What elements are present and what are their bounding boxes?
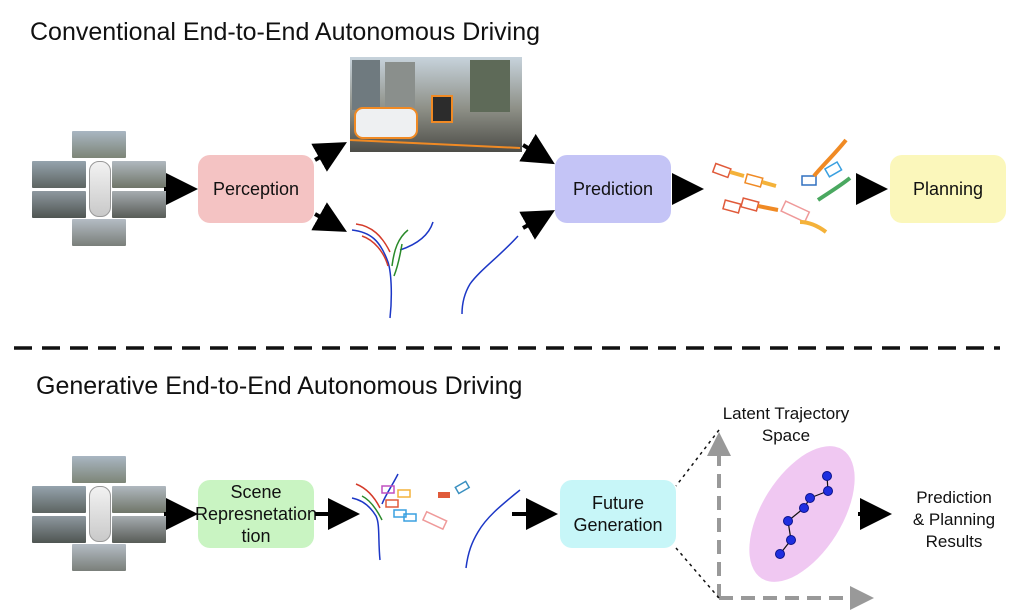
camera-tile: [72, 219, 126, 246]
latent-space-label: Latent Trajectory Space: [706, 403, 866, 447]
flow-arrows: [164, 133, 892, 530]
planning-label: Planning: [912, 179, 984, 199]
latent-node: [822, 471, 832, 481]
prediction-box: Prediction: [555, 155, 671, 223]
latent-node: [823, 486, 833, 496]
camera-tile: [72, 456, 126, 483]
camera-tile: [32, 486, 86, 513]
camera-tile: [112, 191, 166, 218]
latent-node: [799, 503, 809, 513]
camera-tile: [32, 161, 86, 188]
camera-tile: [112, 486, 166, 513]
perception-box: Perception: [198, 155, 314, 223]
future-label-line2: Generation: [573, 515, 663, 535]
scene-label-line1: Scene: [230, 482, 282, 502]
scene-sketch: [351, 473, 521, 569]
latent-node: [786, 535, 796, 545]
latent-space: [675, 429, 874, 610]
prediction-label: Prediction: [572, 179, 654, 199]
camera-tile: [72, 544, 126, 571]
trajectory-sketch: [711, 138, 852, 234]
latent-node: [775, 549, 785, 559]
latent-label-line1: Latent Trajectory: [722, 404, 850, 423]
arrow-perception-image: [311, 142, 347, 172]
latent-node: [805, 493, 815, 503]
camera-input-top: [32, 131, 166, 246]
scene-representation-box: Scene Represnetation tion: [194, 480, 318, 548]
camera-tile: [72, 131, 126, 158]
camera-tile: [32, 191, 86, 218]
result-label-line3: Results: [925, 532, 983, 551]
arrow-perception-map: [311, 202, 347, 232]
future-generation-box: Future Generation: [560, 480, 676, 548]
ego-car-icon: [89, 161, 111, 217]
bottom-title: Generative End-to-End Autonomous Driving: [36, 372, 523, 400]
perception-label: Perception: [212, 179, 300, 199]
camera-tile: [32, 516, 86, 543]
camera-input-bottom: [32, 456, 166, 571]
arrow-image-prediction: [519, 133, 555, 165]
planning-box: Planning: [890, 155, 1006, 223]
arrow-map-prediction: [519, 210, 555, 240]
scene-label-line2: Represnetation: [194, 504, 318, 524]
latent-node: [783, 516, 793, 526]
result-label-line1: Prediction: [916, 488, 992, 507]
latent-label-line2: Space: [761, 426, 811, 445]
camera-image: [349, 57, 522, 152]
result-label-line2: & Planning: [912, 510, 996, 529]
scene-label-line3: tion: [241, 526, 271, 546]
ego-car-icon: [89, 486, 111, 542]
future-label-line1: Future: [591, 493, 645, 513]
camera-tile: [112, 161, 166, 188]
camera-tile: [112, 516, 166, 543]
top-title: Conventional End-to-End Autonomous Drivi…: [30, 18, 541, 46]
results-label: Prediction & Planning Results: [898, 487, 1010, 553]
latent-ellipse: [749, 446, 855, 582]
map-sketch: [351, 221, 519, 319]
